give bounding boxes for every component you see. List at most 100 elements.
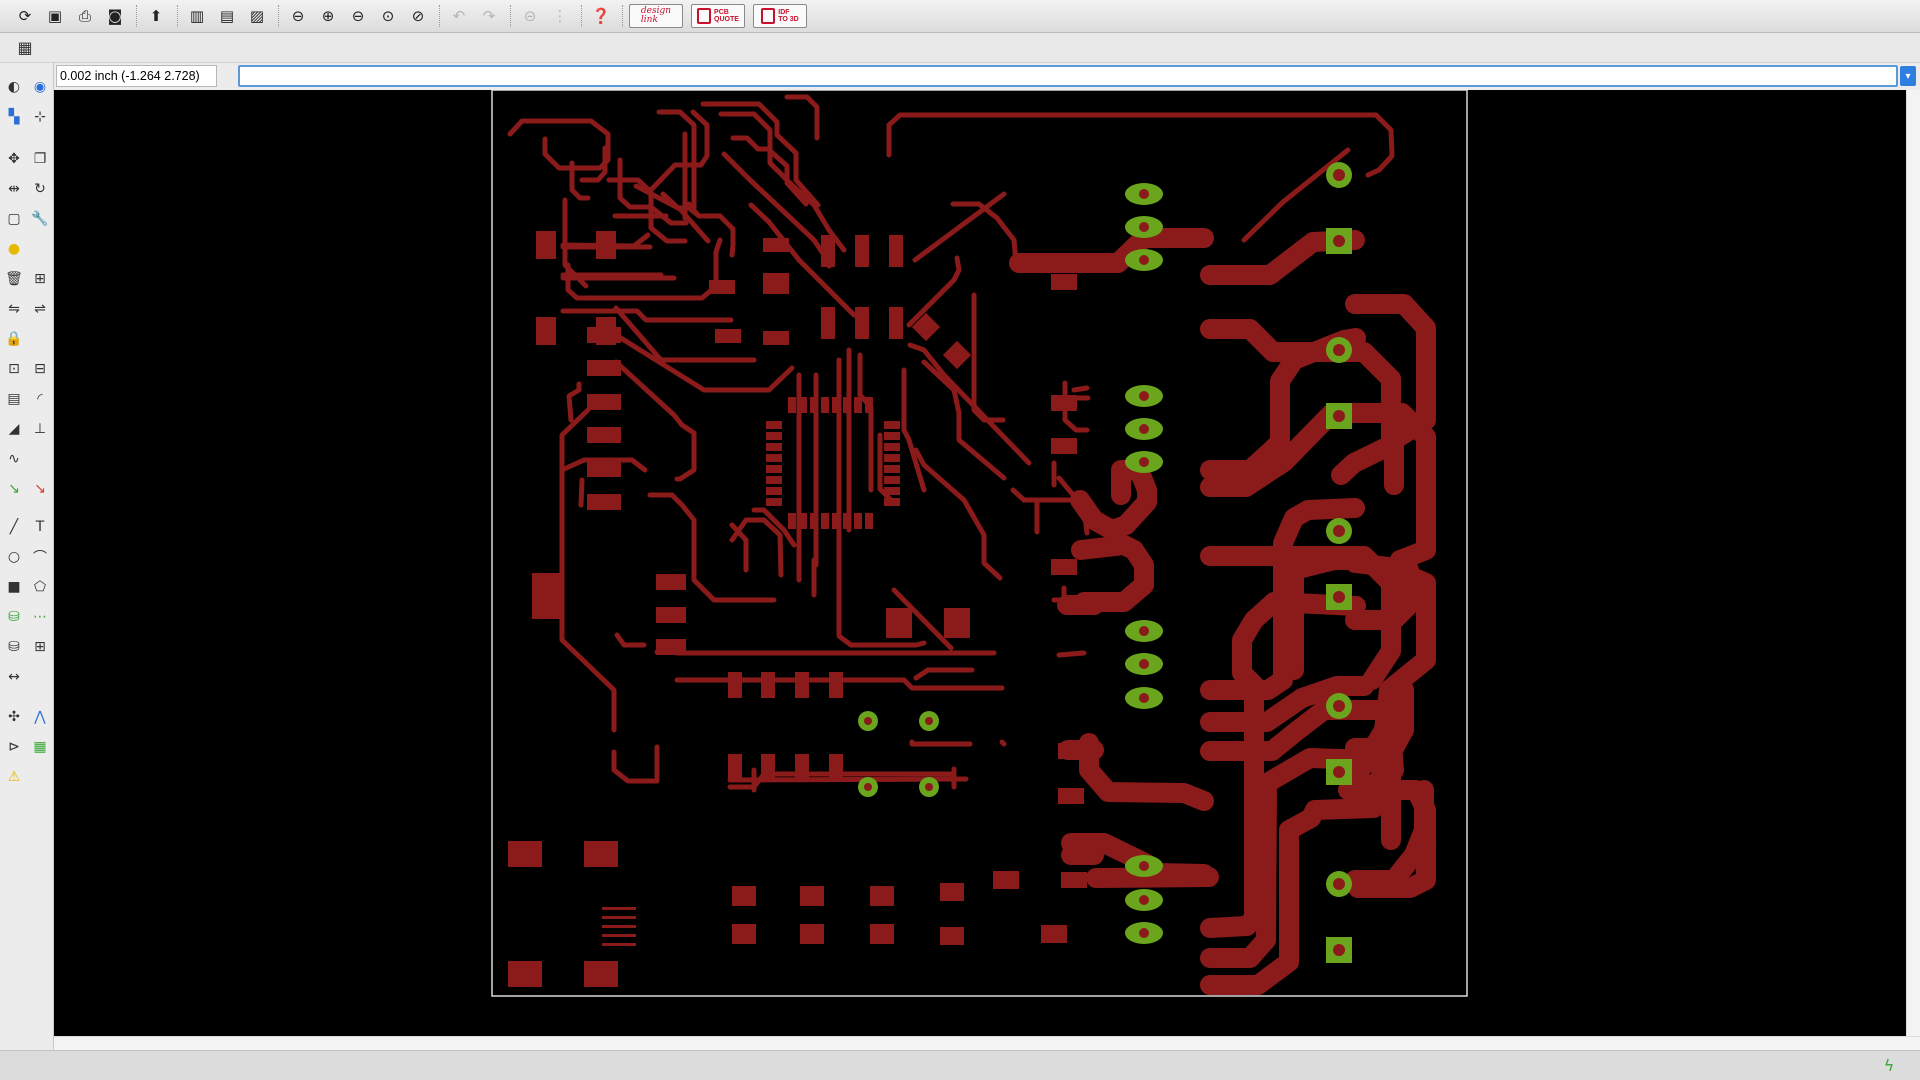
info-icon[interactable]: ◐ <box>7 79 21 95</box>
paste-icon[interactable]: ● <box>7 241 21 257</box>
drill-hole <box>1333 235 1345 247</box>
rotate-icon[interactable]: ↻ <box>34 181 46 197</box>
help-icon[interactable]: ❓ <box>591 7 611 25</box>
undo-icon[interactable]: ↶ <box>452 7 466 25</box>
smd-pad <box>1058 788 1084 804</box>
ic-pin <box>884 443 900 451</box>
cam-processor-icon[interactable]: ◙ <box>107 7 123 25</box>
meander-icon[interactable]: ∿ <box>8 451 20 467</box>
value-icon[interactable]: ⊟ <box>34 361 46 377</box>
split-icon[interactable]: ◢ <box>8 421 20 437</box>
drill-hole <box>1139 928 1149 938</box>
command-line-input[interactable] <box>238 65 1898 87</box>
via-icon[interactable]: ⛁ <box>8 609 20 625</box>
zoom-previous-icon[interactable]: ⊘ <box>411 7 425 25</box>
signal-icon[interactable]: ⋯ <box>33 609 47 625</box>
drc-icon[interactable]: ▦ <box>33 739 47 755</box>
smd-pad <box>508 961 542 987</box>
errors-warning-icon[interactable]: ⚠ <box>7 769 21 785</box>
command-history-dropdown-icon[interactable]: ▾ <box>1900 66 1916 86</box>
run-ulp-icon[interactable]: ▤ <box>219 7 235 25</box>
route-icon[interactable]: ↘ <box>8 481 20 497</box>
drill-hole <box>1333 944 1345 956</box>
ic-pin <box>884 432 900 440</box>
ic-pin <box>821 513 829 529</box>
drill-hole <box>1139 189 1149 199</box>
autorouter-icon[interactable]: ⋀ <box>34 709 46 725</box>
delete-icon[interactable]: 🗑 <box>5 271 23 287</box>
add-icon[interactable]: ⊞ <box>34 271 46 287</box>
idf-to-3d-label: IDF TO 3D <box>778 9 799 23</box>
smd-pad <box>889 235 903 267</box>
change-icon[interactable]: 🔧 <box>31 211 49 227</box>
smd-pad <box>886 608 912 638</box>
ic-pin <box>799 397 807 413</box>
ic-pin <box>854 397 862 413</box>
ic-pin <box>766 476 782 484</box>
lightning-icon[interactable]: ϟ <box>1883 1056 1895 1075</box>
group-icon[interactable]: ▢ <box>7 211 21 227</box>
coordinate-display: 0.002 inch (-1.264 2.728) <box>56 65 217 87</box>
show-icon[interactable]: ◉ <box>33 79 47 95</box>
ic-pin <box>865 513 873 529</box>
zoom-out-icon[interactable]: ⊖ <box>351 7 365 25</box>
zoom-select-icon[interactable]: ⊙ <box>381 7 395 25</box>
move-icon[interactable]: ✥ <box>8 151 20 167</box>
split-line-icon[interactable]: ⊥ <box>33 421 47 437</box>
text-icon[interactable]: T <box>35 519 45 535</box>
redo-icon[interactable]: ↷ <box>482 7 496 25</box>
zoom-fit-icon[interactable]: ⊖ <box>291 7 305 25</box>
smd-pad <box>889 307 903 339</box>
horizontal-scrollbar[interactable] <box>54 1036 1920 1050</box>
print-icon[interactable]: ⎙ <box>78 7 91 25</box>
rect-icon[interactable]: ■ <box>7 579 21 595</box>
copy-icon[interactable]: ❐ <box>33 151 47 167</box>
polygon-icon[interactable]: ⬠ <box>33 579 47 595</box>
dimension-icon[interactable]: ↔ <box>8 669 20 685</box>
smd-pad <box>587 427 621 443</box>
attribute-icon[interactable]: ⊞ <box>34 639 46 655</box>
circle-icon[interactable]: ○ <box>7 549 21 565</box>
board-display-icon[interactable]: ▨ <box>249 7 265 25</box>
script-icon[interactable]: ▥ <box>189 7 205 25</box>
replace-icon[interactable]: ⇋ <box>8 301 20 317</box>
smd-pad <box>728 754 742 780</box>
save-icon[interactable]: ▣ <box>47 7 63 25</box>
ripup-icon[interactable]: ↘ <box>34 481 46 497</box>
smd-pad <box>732 924 756 944</box>
grid-icon[interactable]: ▦ <box>17 38 33 57</box>
vertical-scrollbar[interactable] <box>1906 90 1920 1036</box>
design-link-button[interactable]: design link <box>629 4 683 28</box>
open-icon[interactable]: ⟳ <box>18 7 32 25</box>
go-icon[interactable]: ⋮ <box>552 7 568 25</box>
name-icon[interactable]: ⊡ <box>8 361 20 377</box>
ic-pin <box>854 513 862 529</box>
upload-icon[interactable]: ⬆ <box>149 7 163 25</box>
ic-pin <box>810 513 818 529</box>
drill-hole <box>1333 591 1345 603</box>
erc-icon[interactable]: ⊳ <box>8 739 20 755</box>
zoom-in-icon[interactable]: ⊕ <box>321 7 335 25</box>
mark-icon[interactable]: ⊹ <box>34 109 46 125</box>
ic-pin <box>788 513 796 529</box>
hole-icon[interactable]: ⛁ <box>8 639 20 655</box>
lock-icon[interactable]: 🔒 <box>5 331 23 347</box>
mirror-icon[interactable]: ⇹ <box>8 181 20 197</box>
smash-icon[interactable]: ▤ <box>7 391 21 407</box>
arc-icon[interactable]: ⌒ <box>33 550 47 566</box>
optimize-icon[interactable]: ⇌ <box>34 301 46 317</box>
drill-hole <box>1139 659 1149 669</box>
board-canvas[interactable] <box>54 90 1906 1036</box>
ic-pin <box>810 397 818 413</box>
miter-icon[interactable]: ◜ <box>37 391 43 407</box>
toolbar-separator <box>622 5 623 27</box>
toolbar-separator <box>177 5 178 27</box>
line-icon[interactable]: ╱ <box>9 519 19 535</box>
ratsnest-icon[interactable]: ✣ <box>8 709 20 725</box>
ic-pin <box>884 487 900 495</box>
stop-icon[interactable]: ⊝ <box>523 7 537 25</box>
layer-settings-icon[interactable]: ▚ <box>8 109 20 125</box>
smd-pad <box>596 231 616 259</box>
pcb-quote-button[interactable]: PCB QUOTE <box>691 4 745 28</box>
idf-to-3d-button[interactable]: IDF TO 3D <box>753 4 807 28</box>
